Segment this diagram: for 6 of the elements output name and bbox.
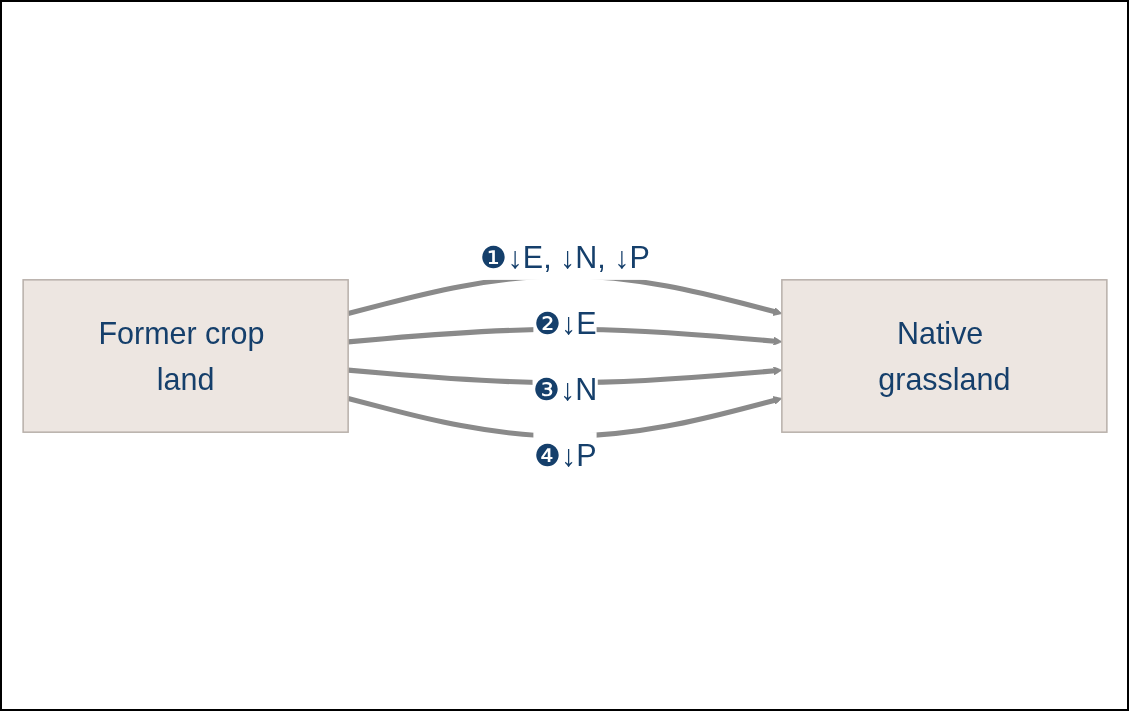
edge-label: ❷↓E [533,305,596,340]
node-box: Former crop land [21,278,349,433]
edge-label: ❶↓E, ↓N, ↓P [479,239,650,274]
edge-label: ❹↓P [533,437,596,472]
node-box: Native grassland [780,278,1108,433]
edge-label: ❸↓N [532,371,597,406]
